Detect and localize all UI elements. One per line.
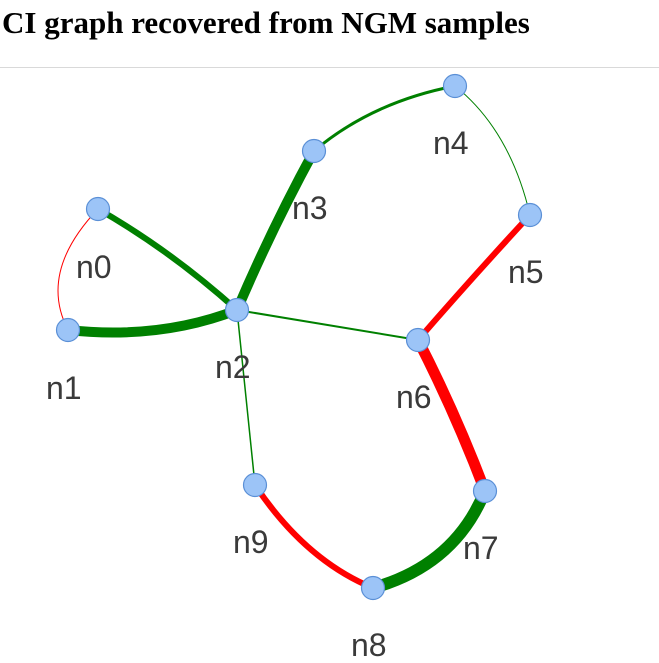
edge-n0-n2[interactable] xyxy=(95,206,240,313)
node-n3[interactable] xyxy=(301,138,327,164)
node-label-n7: n7 xyxy=(463,530,499,566)
node-n8[interactable] xyxy=(360,575,386,601)
edge-n2-n9[interactable] xyxy=(236,309,256,486)
node-n7[interactable] xyxy=(472,478,498,504)
edge-n2-n6[interactable] xyxy=(236,309,419,341)
node-n9[interactable] xyxy=(242,472,268,498)
node-label-n6: n6 xyxy=(396,379,432,415)
node-label-n1: n1 xyxy=(46,370,82,406)
node-label-n9: n9 xyxy=(233,524,269,560)
node-n4[interactable] xyxy=(442,73,468,99)
node-n5[interactable] xyxy=(517,202,543,228)
edge-n8-n7[interactable] xyxy=(367,485,491,594)
node-label-n5: n5 xyxy=(508,254,544,290)
edge-n4-n5[interactable] xyxy=(454,85,531,216)
edge-n6-n7[interactable] xyxy=(412,334,491,497)
node-label-n8: n8 xyxy=(351,627,387,663)
edge-n5-n6[interactable] xyxy=(415,212,533,343)
node-n0[interactable] xyxy=(85,196,111,222)
node-label-n4: n4 xyxy=(433,125,469,161)
edge-n9-n8[interactable] xyxy=(252,482,376,591)
labels-layer: n0 n1 n2 n3 n4 n5 n6 n7 n8 n9 xyxy=(46,125,544,663)
node-n1[interactable] xyxy=(55,317,81,343)
node-label-n3: n3 xyxy=(292,190,328,226)
edge-n3-n4[interactable] xyxy=(312,84,457,153)
edge-n2-n3[interactable] xyxy=(232,146,319,315)
node-label-n0: n0 xyxy=(76,249,112,285)
node-n6[interactable] xyxy=(405,327,431,353)
node-label-n2: n2 xyxy=(215,349,251,385)
nodes-layer xyxy=(55,73,543,601)
edge-n0-n1[interactable] xyxy=(57,208,99,331)
edge-n1-n2[interactable] xyxy=(63,305,242,338)
edges-layer xyxy=(57,84,533,594)
title-divider xyxy=(0,67,659,68)
page-title: CI graph recovered from NGM samples xyxy=(2,5,530,40)
node-n2[interactable] xyxy=(224,297,250,323)
